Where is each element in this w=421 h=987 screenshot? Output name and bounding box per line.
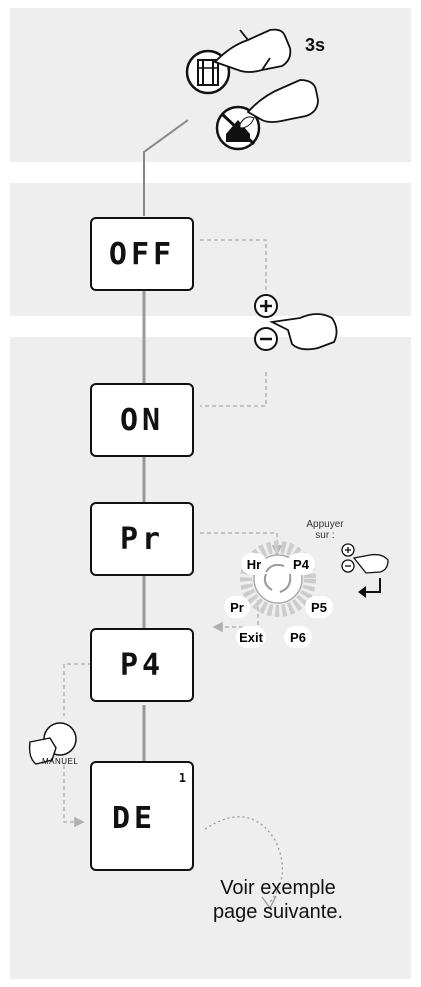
instruction-line-1: Appuyer	[306, 519, 344, 530]
pointing-hand-icon	[246, 79, 319, 123]
dashed-pr-menu-link	[200, 532, 283, 556]
menu-item-pr: Pr	[224, 596, 250, 618]
hold-time-label: 3s	[305, 35, 326, 55]
display-p4-text: P4	[119, 647, 165, 683]
display-de: DE 1	[90, 761, 194, 871]
pointing-hand-icon	[28, 737, 57, 765]
bottom-panel	[10, 337, 411, 979]
dashed-off-on-link	[200, 239, 267, 293]
enter-icon	[358, 578, 381, 598]
dotted-curve-arrow	[204, 816, 284, 903]
display-on: ON	[90, 383, 194, 457]
pointing-hand-icon	[269, 313, 338, 351]
dashed-p4-manual-link	[63, 663, 92, 716]
middle-panel	[10, 183, 411, 316]
display-pr: Pr	[90, 502, 194, 576]
plus-icon[interactable]	[254, 294, 278, 318]
recycle-arrows-icon	[263, 563, 292, 593]
menu-item-hr: Hr	[241, 553, 267, 575]
pointing-hand-icon	[352, 553, 389, 574]
minus-icon[interactable]	[254, 327, 278, 351]
display-on-text: ON	[119, 402, 165, 438]
menu-item-p6: P6	[284, 626, 312, 648]
minus-icon	[341, 559, 355, 573]
display-de-corner: 1	[178, 771, 186, 785]
dashed-manual-de-link	[63, 765, 85, 828]
manual-label: MANUEL	[42, 757, 79, 766]
eco-home-off-icon[interactable]	[215, 105, 261, 151]
display-off: OFF	[90, 217, 194, 291]
dashed-exit-p4-link	[212, 600, 259, 633]
display-p4: P4	[90, 628, 194, 702]
footer-line-2: page suivante.	[212, 901, 344, 923]
display-off-text: OFF	[108, 236, 176, 272]
menu-item-exit: Exit	[236, 626, 266, 648]
instruction-line-2: sur :	[315, 530, 335, 541]
display-de-text: DE	[112, 801, 157, 836]
connector-line-top	[143, 119, 189, 216]
plus-icon	[341, 543, 355, 557]
menu-item-p4: P4	[287, 553, 315, 575]
footer-text: Voir exemple page suivante.	[198, 876, 358, 924]
menu-item-p5: P5	[305, 596, 333, 618]
footer-line-1: Voir exemple	[220, 877, 336, 899]
instruction-text: Appuyer sur :	[292, 519, 358, 541]
display-pr-text: Pr	[119, 521, 165, 557]
pointing-hand-icon	[213, 28, 292, 73]
